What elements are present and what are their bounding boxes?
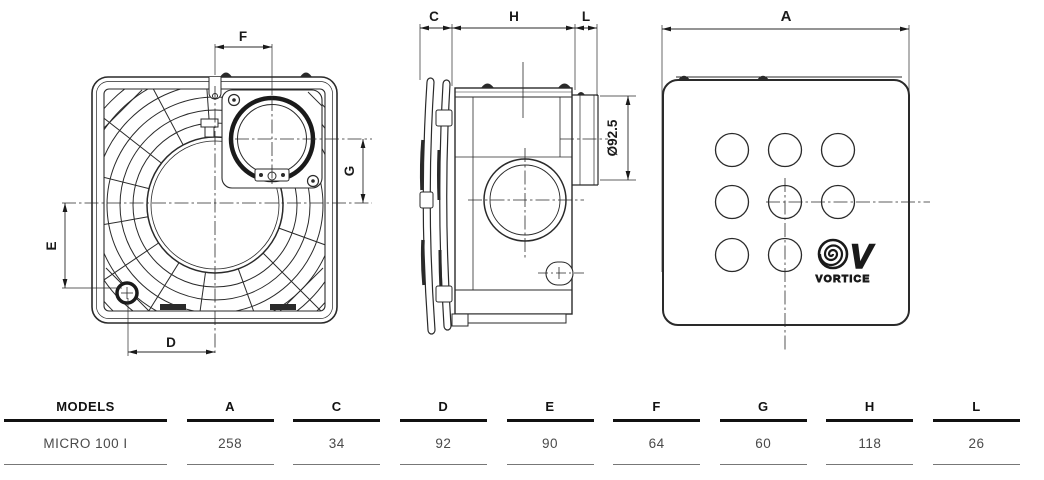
column-header: D xyxy=(438,399,449,414)
centerlines xyxy=(766,178,930,352)
mounting-clip xyxy=(300,72,312,77)
table-column-models: MODELS MICRO 100 I xyxy=(4,391,167,465)
row-rule xyxy=(933,464,1020,465)
dim-label-c: C xyxy=(429,9,439,24)
table-column-c: C 34 xyxy=(293,391,381,465)
row-rule xyxy=(186,464,274,465)
dim-label-g: G xyxy=(342,166,357,177)
table-column-d: D 92 xyxy=(399,391,487,465)
row-rule xyxy=(4,464,167,465)
column-header: C xyxy=(331,399,342,414)
column-header: L xyxy=(972,399,981,414)
column-header: MODELS xyxy=(56,399,115,414)
column-header: A xyxy=(225,399,236,414)
dimensions-table: MODELS MICRO 100 I A 258 C 34 D 92 E 90 … xyxy=(4,391,1020,465)
mounting-clip xyxy=(678,75,690,80)
column-header: E xyxy=(545,399,555,414)
table-column-l: L 26 xyxy=(933,391,1020,465)
logo-v-mark: V xyxy=(850,238,876,276)
dimension-f: F xyxy=(214,29,273,95)
column-header: F xyxy=(652,399,661,414)
grille-arcs xyxy=(104,89,325,311)
dim-label-h: H xyxy=(509,9,519,24)
duct-spigot-side xyxy=(572,92,599,186)
header-rule xyxy=(186,419,274,422)
mounting-clip xyxy=(558,83,571,88)
centerlines xyxy=(468,138,608,258)
front-cover xyxy=(662,79,910,326)
dim-label-f: F xyxy=(239,29,247,44)
dimension-chl: C H L xyxy=(419,9,598,96)
value-cell: 34 xyxy=(328,435,345,451)
value-cell: 92 xyxy=(435,435,452,451)
logo-spiral-icon xyxy=(818,244,844,267)
centerlines xyxy=(62,86,372,356)
dim-label-a: A xyxy=(781,8,792,25)
front-view: V VORTICE A xyxy=(661,8,930,352)
model-name-cell: MICRO 100 I xyxy=(43,435,128,451)
dimension-a: A xyxy=(661,8,910,272)
header-rule xyxy=(719,419,807,422)
table-column-e: E 90 xyxy=(506,391,594,465)
table-column-f: F 64 xyxy=(613,391,701,465)
header-rule xyxy=(613,419,701,422)
mounting-clip xyxy=(757,75,769,80)
header-rule xyxy=(506,419,594,422)
vortice-logo: V VORTICE xyxy=(815,237,876,285)
row-rule xyxy=(613,464,701,465)
row-rule xyxy=(826,464,914,465)
row-rule xyxy=(719,464,807,465)
drawing-canvas: F G E D xyxy=(44,8,930,356)
rear-view: F G E D xyxy=(44,29,372,356)
row-rule xyxy=(293,464,381,465)
dim-label-d: D xyxy=(166,335,176,350)
mounting-clip xyxy=(220,72,232,77)
column-header: G xyxy=(757,399,769,414)
value-cell: 258 xyxy=(218,435,243,451)
dim-label-diameter: Ø92.5 xyxy=(605,119,620,156)
row-rule xyxy=(399,464,487,465)
dimension-e: E xyxy=(44,203,122,289)
table-column-a: A 258 xyxy=(186,391,274,465)
cable-knockout xyxy=(538,261,584,286)
mounting-clip xyxy=(481,83,494,88)
front-cover-edge xyxy=(419,77,453,335)
header-rule xyxy=(4,419,167,422)
header-rule xyxy=(826,419,914,422)
dim-label-l: L xyxy=(582,9,590,24)
column-header: H xyxy=(864,399,875,414)
value-cell: 64 xyxy=(648,435,665,451)
value-cell: 90 xyxy=(541,435,559,451)
side-view: C H L Ø92.5 xyxy=(419,9,636,335)
dimension-diameter: Ø92.5 xyxy=(600,95,636,181)
mounting-hole xyxy=(115,281,139,305)
dimension-g: G xyxy=(342,139,366,203)
logo-wordmark: VORTICE xyxy=(815,273,870,285)
value-cell: 26 xyxy=(968,435,985,451)
value-cell: 60 xyxy=(755,435,772,451)
table-column-h: H 118 xyxy=(826,391,914,465)
row-rule xyxy=(506,464,594,465)
dim-label-e: E xyxy=(44,241,59,250)
header-rule xyxy=(399,419,487,422)
dimension-d: D xyxy=(127,298,215,356)
value-cell: 118 xyxy=(858,435,882,451)
header-rule xyxy=(293,419,381,422)
table-column-g: G 60 xyxy=(719,391,807,465)
header-rule xyxy=(933,419,1020,422)
